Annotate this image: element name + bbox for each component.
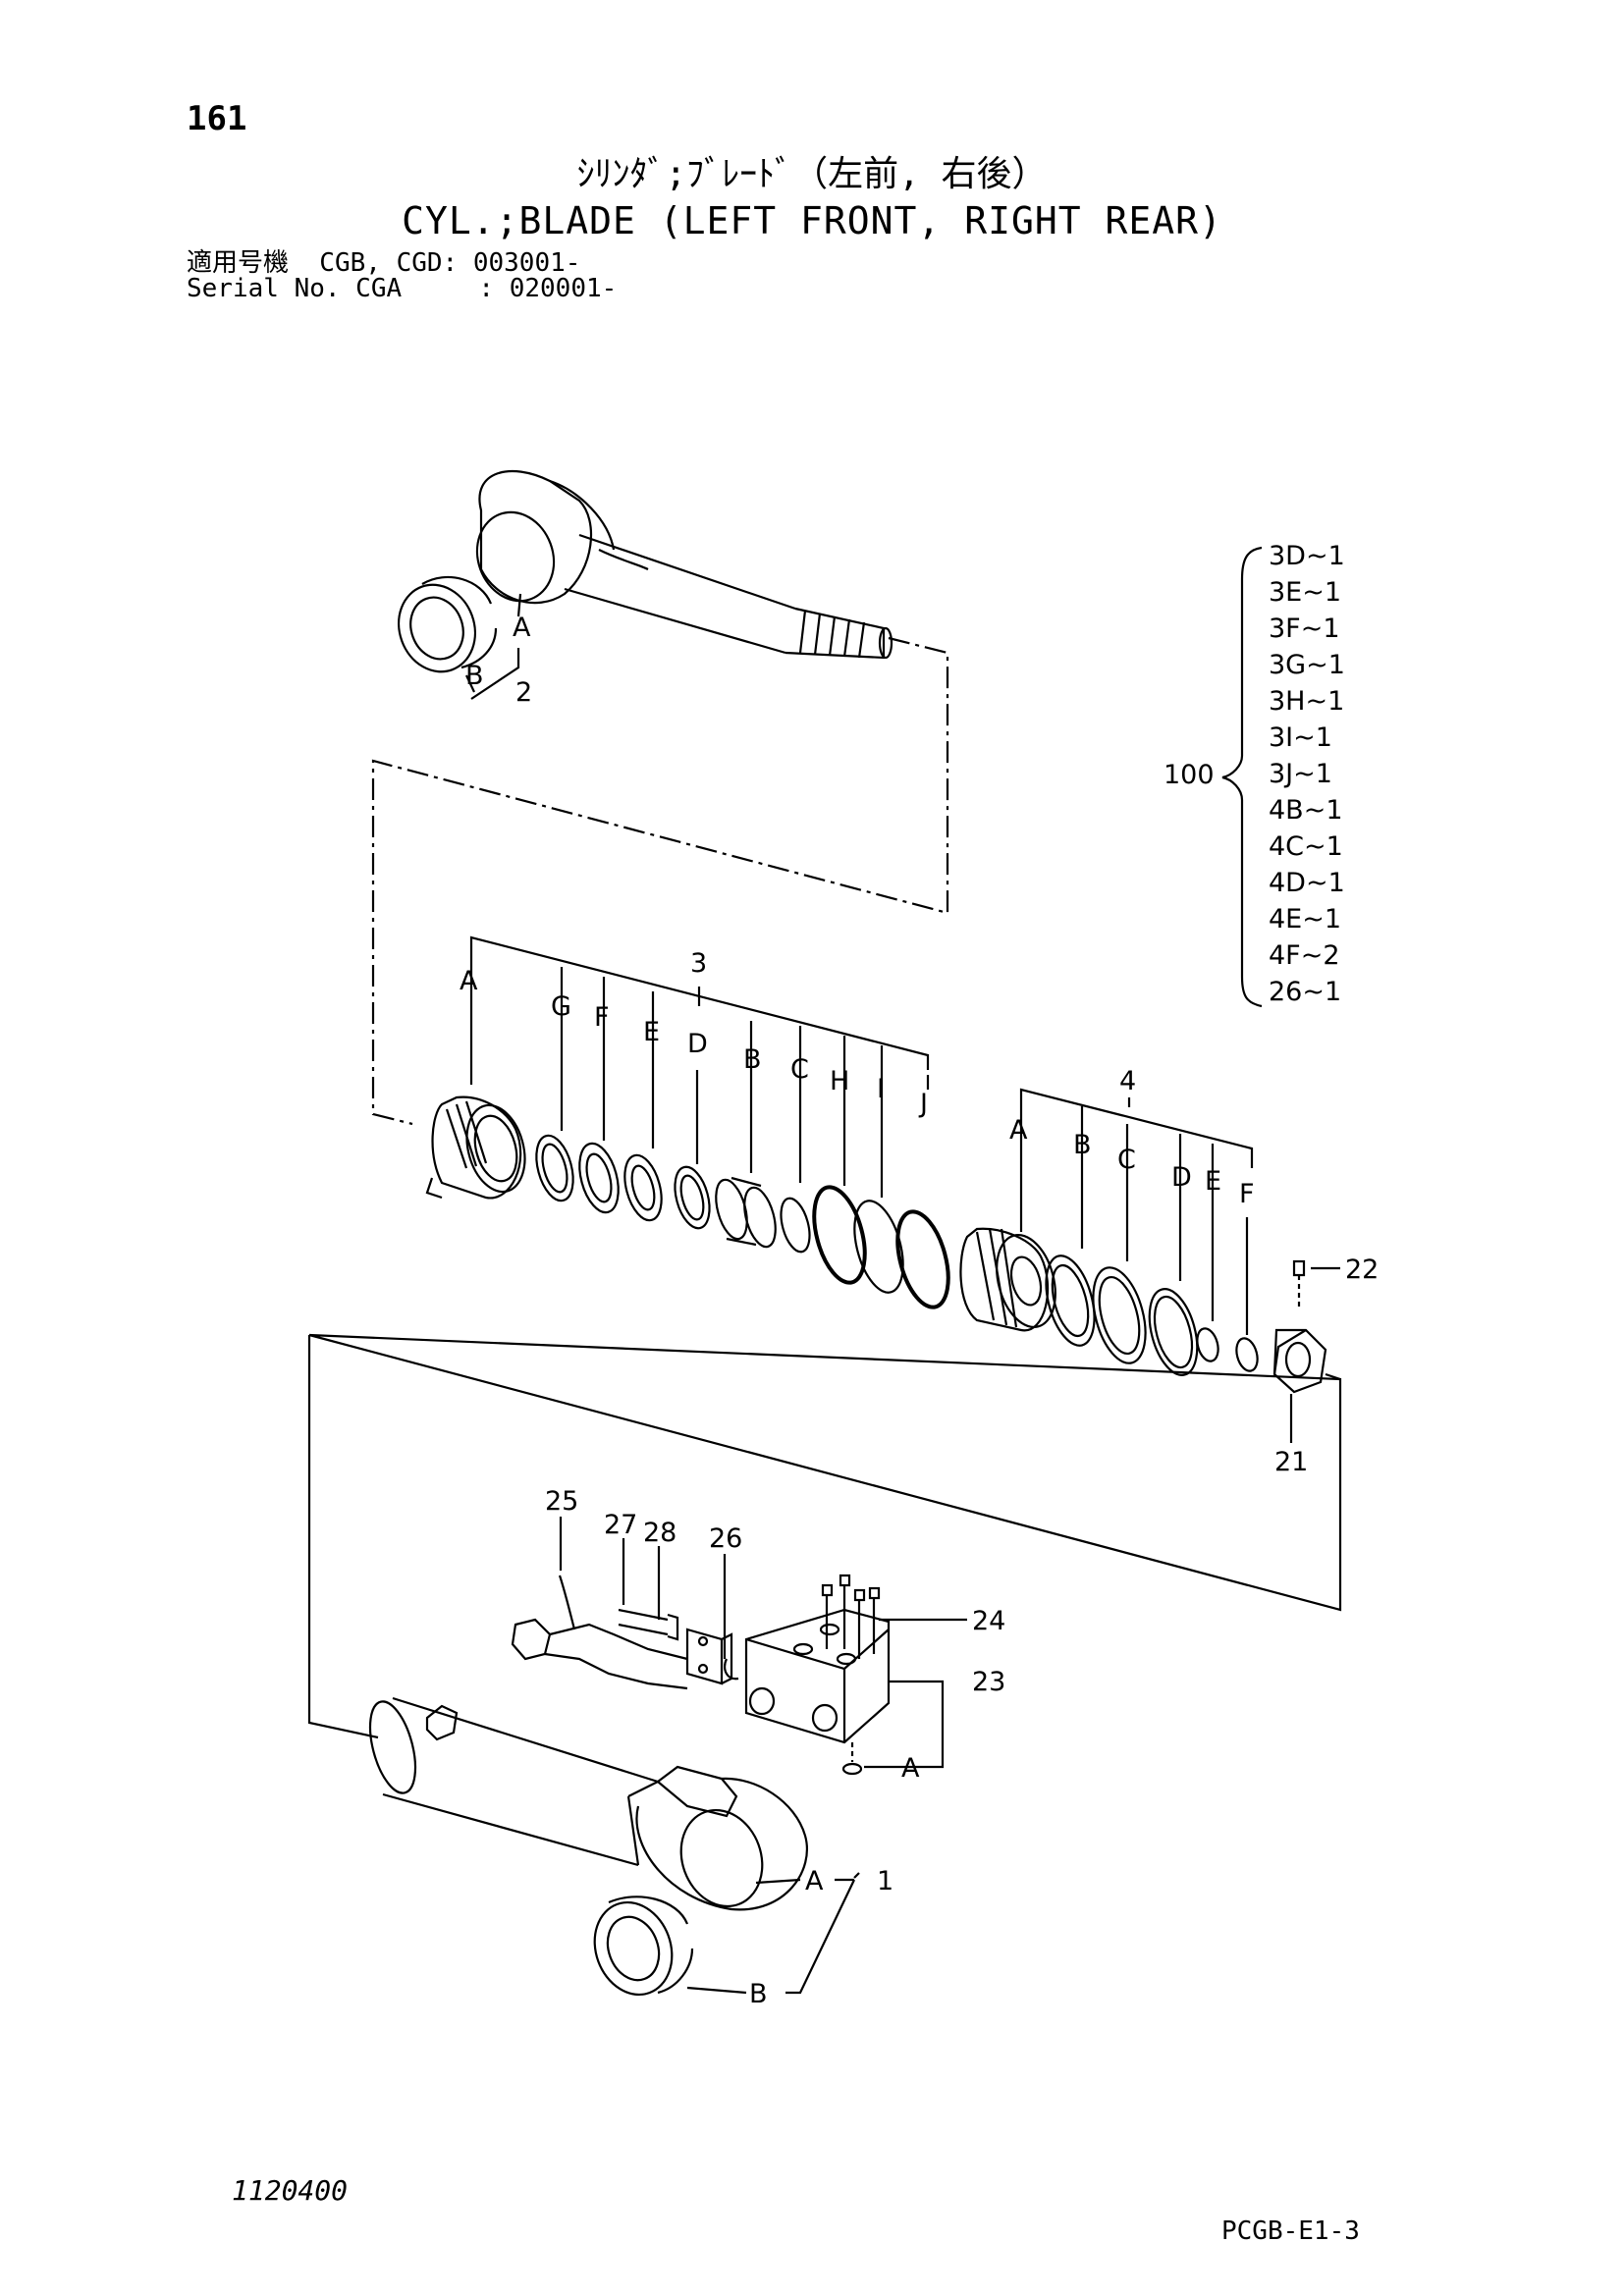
callout-4b: B [1073,1130,1092,1160]
callout-4e: E [1205,1166,1221,1197]
callout-labels: A B 2 3 A G F E D B C H I J 4 A B C D E … [460,613,1379,2009]
callout-3c: C [790,1054,809,1085]
kit-item-label: 3F~1 [1269,614,1340,644]
page-number: 161 [187,99,247,138]
callout-part-4: 4 [1119,1066,1136,1096]
callout-rod-b: B [465,661,484,691]
group-4-parts [959,1088,1340,1443]
callout-part-1: 1 [877,1866,893,1896]
callout-3i: I [877,1074,885,1104]
callout-3f: F [594,1002,610,1033]
callout-4a: A [1009,1115,1028,1146]
valve-and-pipe-parts [511,1517,967,1776]
callout-part-3: 3 [690,948,707,979]
callout-3a: A [460,966,478,996]
callout-1a: A [805,1866,824,1896]
callout-part-25: 25 [545,1486,578,1517]
kit-number-label: 100 [1164,760,1215,790]
page-title-japanese: ｼﾘﾝﾀﾞ;ﾌﾞﾚｰﾄﾞ（左前, 右後） [576,154,1048,194]
serial-applicability-line-1: 適用号機 CGB, CGD: 003001- [187,248,581,278]
callout-1b: B [749,1979,768,2009]
callout-4d: D [1171,1162,1192,1193]
callout-part-28: 28 [643,1518,677,1548]
callout-part-24: 24 [972,1606,1005,1636]
page-code: PCGB-E1-3 [1221,2216,1360,2246]
kit-item-label: 3G~1 [1269,650,1345,680]
kit-item-label: 4C~1 [1269,831,1343,862]
callout-4c: C [1117,1145,1136,1175]
kit-100-label-group: 100 3D~1 3E~1 3F~1 3G~1 3H~1 3I~1 3J~1 4… [1164,541,1345,1007]
cylinder-tube-part [368,1696,860,1997]
callout-part-23: 23 [972,1667,1005,1697]
callout-part-27: 27 [604,1510,637,1540]
kit-item-label: 4E~1 [1269,904,1341,934]
kit-item-label: 4B~1 [1269,795,1343,826]
page-title-english: CYL.;BLADE (LEFT FRONT, RIGHT REAR) [402,199,1222,242]
callout-3b: B [743,1044,762,1075]
callout-3d: D [687,1029,708,1059]
kit-item-label: 3J~1 [1269,759,1332,789]
group-3-parts [425,935,950,1309]
piston-rod-part [398,469,893,700]
kit-item-label: 26~1 [1269,977,1341,1007]
kit-item-label: 3H~1 [1269,686,1344,717]
kit-item-label: 3E~1 [1269,577,1341,608]
kit-brace [1221,546,1263,1008]
callout-part-26: 26 [709,1523,742,1554]
callout-4f: F [1239,1179,1255,1209]
kit-item-label: 3D~1 [1269,541,1345,571]
kit-item-label: 4F~2 [1269,940,1340,971]
callout-3j: J [918,1089,928,1119]
callout-3h: H [830,1066,849,1096]
callout-rod-a: A [513,613,531,643]
callout-part-21: 21 [1274,1447,1308,1477]
callout-3g: G [551,991,571,1022]
callout-part-22: 22 [1345,1255,1379,1285]
callout-23a: A [901,1753,920,1784]
callout-3e: E [643,1017,660,1047]
serial-applicability-line-2: Serial No. CGA : 020001- [187,274,618,303]
kit-item-label: 4D~1 [1269,868,1345,898]
drawing-number: 1120400 [232,2174,349,2207]
assembly-guide-line [371,636,949,1126]
callout-part-2: 2 [515,677,532,708]
kit-item-label: 3I~1 [1269,722,1332,753]
